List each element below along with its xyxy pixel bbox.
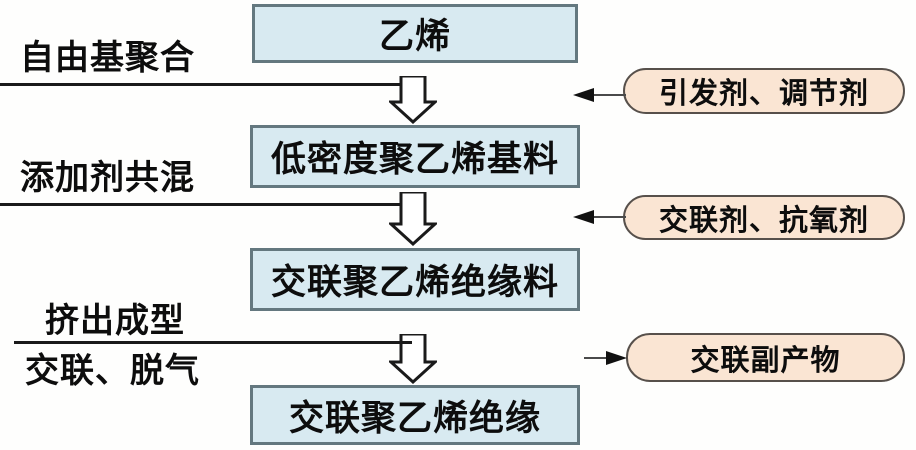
process-box-ethylene: 乙烯 xyxy=(252,4,578,63)
connector-line xyxy=(594,215,626,219)
step-divider-line xyxy=(0,203,400,206)
reagent-input-arrow xyxy=(573,210,626,224)
reagent-box-crosslinker-antioxidant: 交联剂、抗氧剂 xyxy=(623,195,905,240)
process-box-ldpe-base: 低密度聚乙烯基料 xyxy=(250,125,580,188)
arrow-left-icon xyxy=(573,210,594,224)
step-label-crosslinking-degassing: 交联、脱气 xyxy=(25,351,200,391)
process-box-xlpe-insulation: 交联聚乙烯绝缘 xyxy=(250,385,580,445)
connector-line xyxy=(584,356,606,360)
flow-down-arrow-icon xyxy=(389,192,437,246)
step-label-additive-blending: 添加剂共混 xyxy=(20,158,195,198)
reagent-box-crosslinking-byproducts: 交联副产物 xyxy=(626,333,905,382)
flow-down-arrow-icon xyxy=(389,334,437,384)
arrow-right-icon xyxy=(606,351,627,365)
connector-line xyxy=(594,93,626,97)
step-label-free-radical-polymerization: 自由基聚合 xyxy=(20,38,195,78)
step-label-extrusion-molding: 挤出成型 xyxy=(45,301,185,341)
byproduct-output-arrow xyxy=(584,351,627,365)
step-divider-line xyxy=(14,341,412,344)
arrow-left-icon xyxy=(573,88,594,102)
process-box-xlpe-compound: 交联聚乙烯绝缘料 xyxy=(250,248,580,311)
reagent-input-arrow xyxy=(573,88,626,102)
step-divider-line xyxy=(0,83,400,86)
flow-down-arrow-icon xyxy=(389,76,437,124)
reagent-box-initiator-regulator: 引发剂、调节剂 xyxy=(623,68,905,114)
